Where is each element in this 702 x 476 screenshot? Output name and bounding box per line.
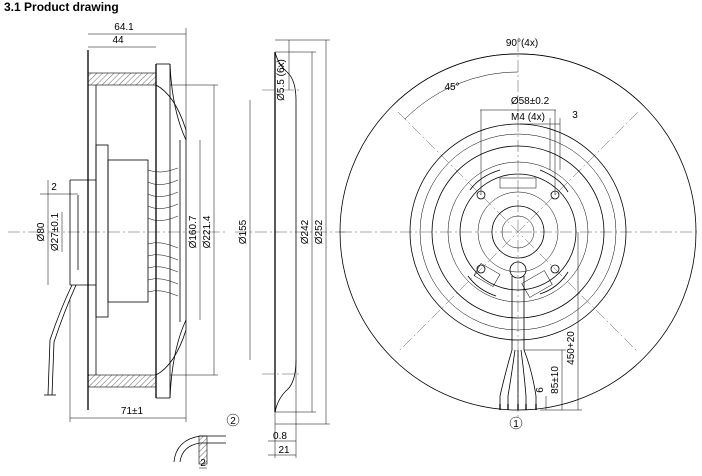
dim-dia-80: Ø80: [36, 222, 47, 241]
dim-dia-252: Ø252: [314, 219, 325, 244]
detail-marker: 2: [230, 416, 236, 427]
dim-overall-length: 71±1: [121, 406, 144, 417]
dim-bolt-circle: Ø58±0.2: [511, 96, 550, 107]
flange-view: [235, 39, 345, 458]
dim-angle-45: 45°: [444, 82, 459, 93]
dim-thread-depth: 3: [572, 110, 578, 121]
dim-cable-length: 450+20: [566, 331, 577, 365]
dim-dia-221: Ø221.4: [202, 215, 213, 248]
detail-dim: 2: [200, 458, 206, 469]
dim-depth-inner: 44: [112, 35, 124, 46]
dim-dia-155: Ø155: [238, 219, 249, 244]
dim-wire-end: 6: [535, 387, 546, 393]
side-view: [8, 28, 240, 469]
front-view: [339, 40, 700, 430]
dim-dia-242: Ø242: [300, 219, 311, 244]
dim-depth-total: 64.1: [114, 22, 134, 33]
dim-gap: 2: [51, 182, 57, 193]
dim-hole-dia: Ø5.5 (6x): [276, 59, 287, 101]
dim-strip-length: 85±10: [550, 366, 561, 394]
dim-dia-160: Ø160.7: [188, 215, 199, 248]
dim-thread: M4 (4x): [511, 112, 545, 123]
dim-dia-27: Ø27±0.1: [50, 212, 61, 251]
dim-thickness: 0.8: [273, 431, 287, 442]
section-title: 3.1 Product drawing: [4, 0, 119, 14]
cable-marker: 1: [513, 419, 519, 430]
dim-width: 21: [278, 445, 290, 456]
dim-angle-4x: 90°(4x): [506, 38, 538, 49]
